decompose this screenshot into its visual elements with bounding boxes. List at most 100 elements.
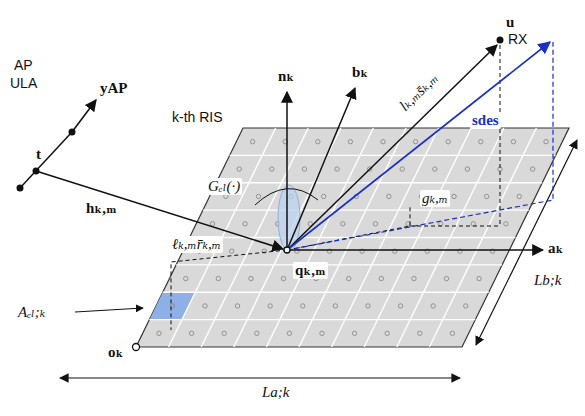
- element-dot: [413, 139, 417, 143]
- point-label: qₖ,ₘ: [293, 262, 328, 279]
- grid-line: [216, 182, 542, 183]
- vector-label: yAP: [100, 80, 128, 97]
- vector-label: lₖ,ₘs̄ₖ,ₘ: [396, 70, 441, 114]
- origin-dot: [133, 344, 140, 351]
- antenna-dot: [69, 129, 76, 136]
- dimension-arrow: [476, 140, 577, 345]
- projection-line: [500, 45, 501, 226]
- element-dot: [373, 222, 377, 226]
- projection-line: [171, 250, 287, 330]
- element-dot: [189, 331, 193, 335]
- element-dot: [237, 167, 241, 171]
- device-label: ULA: [10, 76, 37, 91]
- element-dot: [517, 194, 521, 198]
- area-label: Aₑₗ;ₖ: [18, 304, 45, 321]
- distance-label: gₖ,ₘ: [420, 190, 450, 207]
- dimension-label: La;k: [262, 384, 290, 401]
- element-dot: [464, 304, 468, 308]
- leader-line: [75, 308, 143, 312]
- element-dot: [250, 139, 254, 143]
- ula-axis: [72, 100, 96, 132]
- element-dot: [184, 276, 188, 280]
- element-dot: [446, 139, 450, 143]
- element-dot: [379, 276, 383, 280]
- element-dot: [484, 194, 488, 198]
- antenna-dot: [17, 185, 24, 192]
- grid-line: [149, 319, 475, 320]
- element-dot: [504, 222, 508, 226]
- element-dot: [465, 167, 469, 171]
- element-dot: [418, 331, 422, 335]
- element-dot: [471, 222, 475, 226]
- element-dot: [268, 304, 272, 308]
- element-dot: [287, 331, 291, 335]
- element-dot: [438, 222, 442, 226]
- element-dot: [412, 276, 416, 280]
- vector-label: nₖ: [278, 68, 294, 85]
- projection-line: [410, 226, 500, 227]
- element-dot: [530, 167, 534, 171]
- vector-label: sdes: [470, 112, 501, 129]
- grid-line: [163, 292, 489, 293]
- element-dot: [333, 304, 337, 308]
- device-label: AP: [14, 58, 33, 73]
- point-label: u: [506, 14, 514, 31]
- incident-vector: [36, 171, 283, 249]
- element-dot: [320, 331, 324, 335]
- element-dot: [216, 276, 220, 280]
- element-dot: [270, 167, 274, 171]
- element-dot: [511, 139, 515, 143]
- element-dot: [335, 167, 339, 171]
- element-dot: [385, 331, 389, 335]
- vector-label: aₖ: [548, 240, 563, 257]
- projection-line: [287, 205, 410, 250]
- element-dot: [479, 139, 483, 143]
- point-label: t: [36, 146, 41, 163]
- receiver-dot: [497, 37, 504, 44]
- element-dot: [222, 331, 226, 335]
- element-dot: [256, 194, 260, 198]
- element-dot: [348, 139, 352, 143]
- element-dot: [157, 331, 161, 335]
- element-dot: [433, 167, 437, 171]
- reflected-vector: [287, 45, 497, 250]
- element-dot: [203, 304, 207, 308]
- element-point: [284, 247, 290, 253]
- a-vector: [287, 249, 543, 251]
- element-dot: [452, 194, 456, 198]
- grid-line: [230, 155, 556, 156]
- element-dot: [381, 139, 385, 143]
- surface-label: k-th RIS: [172, 110, 223, 125]
- element-dot: [316, 139, 320, 143]
- element-dot: [477, 276, 481, 280]
- dimension-label: Lb;k: [534, 272, 562, 289]
- normal-vector: [286, 92, 288, 250]
- element-dot: [450, 331, 454, 335]
- device-label: RX: [508, 32, 527, 47]
- element-dot: [341, 222, 345, 226]
- b-vector: [287, 88, 355, 250]
- element-dot: [302, 167, 306, 171]
- element-dot: [210, 222, 214, 226]
- element-dot: [243, 222, 247, 226]
- element-dot: [249, 276, 253, 280]
- element-dot: [321, 194, 325, 198]
- element-dot: [230, 249, 234, 253]
- element-dot: [400, 167, 404, 171]
- grid-line: [176, 264, 502, 265]
- desired-direction: [287, 42, 550, 250]
- vector-label: ℓₖ,ₘr̄ₖ,ₘ: [170, 236, 223, 253]
- point-label: oₖ: [108, 344, 123, 361]
- element-dot: [398, 304, 402, 308]
- element-dot: [224, 194, 228, 198]
- element-dot: [301, 304, 305, 308]
- element-dot: [235, 304, 239, 308]
- pattern-label: Gₑₗ(·): [206, 178, 242, 195]
- vector-label: hₖ,ₘ: [86, 200, 117, 217]
- desired-projection: [287, 42, 553, 250]
- element-dot: [387, 194, 391, 198]
- dimension-arrow: [60, 377, 460, 378]
- element-dot: [544, 139, 548, 143]
- element-dot: [444, 276, 448, 280]
